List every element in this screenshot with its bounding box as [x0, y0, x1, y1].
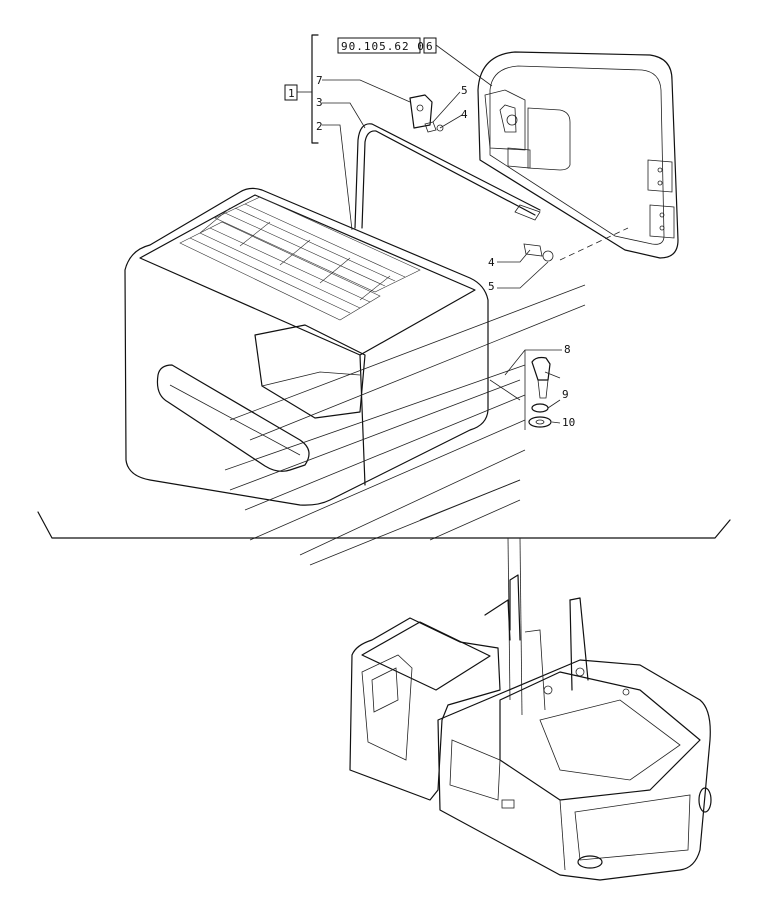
- callout-10: 10: [562, 416, 575, 429]
- latch-bracket: [322, 79, 463, 133]
- mounting-hardware: [489, 349, 562, 430]
- callout-7: 7: [316, 74, 323, 87]
- reference-sheet-box: [423, 37, 437, 54]
- callout-9: 9: [562, 388, 569, 401]
- engine-hood: [124, 187, 489, 506]
- ghost-lines: [224, 284, 586, 566]
- reference-code: 90.105.62 04: [341, 40, 432, 53]
- callout-4b: 4: [488, 256, 495, 269]
- excavator-overview: [349, 574, 712, 881]
- callout-4a: 4: [461, 108, 468, 121]
- reference-sheet: 6: [426, 40, 434, 53]
- reference-code-box: [337, 37, 421, 54]
- callout-labels: 7 3 2 5 4 4 5 8 9 10: [316, 74, 575, 429]
- group-bracket: [311, 34, 319, 144]
- hood-vent-grill: [179, 196, 421, 321]
- door-panel: [435, 44, 679, 259]
- reference-header: 90.105.62 04 6 1: [284, 34, 437, 144]
- callout-5b: 5: [488, 280, 495, 293]
- door-bolt: [497, 227, 629, 289]
- section-divider: [37, 511, 731, 539]
- seal-strip: [322, 102, 541, 231]
- callout-2: 2: [316, 120, 323, 133]
- callout-8: 8: [564, 343, 571, 356]
- group-label: 1: [288, 87, 295, 100]
- callout-5a: 5: [461, 84, 468, 97]
- group-label-box: [284, 84, 298, 101]
- callout-3: 3: [316, 96, 323, 109]
